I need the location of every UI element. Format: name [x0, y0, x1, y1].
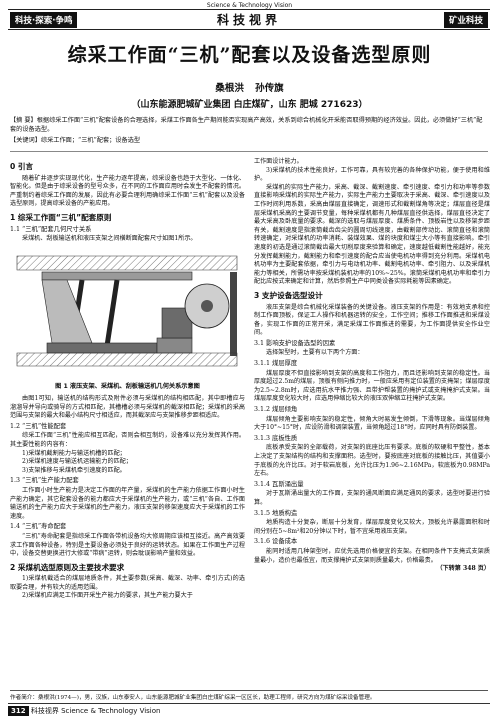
journal-header-band: 科技·探索·争鸣 科技视界 矿业科技	[8, 9, 490, 30]
section-heading: 1 综采工作面“三机”配套原则	[10, 212, 112, 222]
paragraph: 2)采煤机应满足工作面开采生产能力的要求，其生产能力要大于	[22, 592, 193, 600]
paragraph: 煤层厚度不但直接影响到支架的高度和工作阻力，而且还影响到支架的稳定性。当厚度超过…	[254, 369, 490, 403]
left-column-lower: 由图1可知，输送机的结构形式及附件必须与采煤机的结构相匹配，其中即槽应与溜溜导并…	[10, 395, 245, 601]
paragraph: 地质构造十分复杂，断层十分发育，煤层厚度变化又较大，顶板允许暴露面积和时间分别在…	[254, 519, 490, 535]
keywords: 【关键词】综采工作面；“三机”配套；设备选型	[10, 137, 141, 144]
conveyor	[156, 337, 193, 354]
subsection-heading: 3.1.1 煤层厚度	[254, 360, 298, 368]
subsection-heading: 1.3 “三机”生产能力配套	[10, 477, 79, 485]
support-leg	[104, 279, 120, 347]
paragraph: 工作面设计能力。	[254, 158, 303, 165]
page-footer: 312 科技视界 Science & Technology Vision	[8, 703, 490, 716]
paragraph: 工作面小时生产能力是决定工作面的年产量，采煤机的生产能力依据工作面小时生产能力确…	[10, 486, 245, 520]
paragraph: 3)采煤机的技术性能良好，工作可靠，具有较完善的各种保护功能，便于使用和维护。	[254, 166, 490, 183]
subsection-heading: 3.1 影响支护设备选型的因素	[254, 339, 336, 347]
right-column: 工作面设计能力。 3)采煤机的技术性能良好，工作可靠，具有较完善的各种保护功能，…	[254, 158, 490, 574]
subsection-heading: 3.1.3 底板性质	[254, 434, 298, 442]
journal-title: 科技视界	[216, 13, 281, 27]
subsection-heading: 3.1.5 地质构造	[254, 509, 298, 517]
paragraph: 选择架型时，主要有以下两个方面：	[266, 349, 364, 357]
paragraph: 底板承受支架的全部载荷，对支架的底座比压有要求。底板的软硬和平整性，基本上决定了…	[254, 444, 490, 478]
paragraph: 随着矿井逐步实现现代化，生产能力逐年提高，综采设备也趋于大型化、一体化、智能化。…	[10, 174, 245, 208]
article-affiliation: （山东能源肥城矿业集团 白庄煤矿，山东 肥城 271623）	[131, 100, 368, 110]
subsection-heading: 1.2 “三机”性能配套	[10, 422, 67, 430]
page-number: 312	[8, 706, 29, 716]
paragraph: 1)采煤机截适合的煤层地质条件，其主要参数(采高、截深、功率、牵引方式)的选取要…	[10, 575, 245, 591]
paragraph: 由图1可知，输送机的结构形式及附件必须与采煤机的结构相匹配，其中即槽应与溜溜导并…	[10, 395, 245, 420]
figure-diagram	[12, 248, 242, 375]
floor	[16, 352, 238, 367]
section-tag-left: 科技·探索·争鸣	[10, 12, 78, 28]
list-item: 3)支架推移与采煤机牵引速度的匹配。	[22, 466, 126, 474]
section-heading: 3 支护设备选型设计	[254, 290, 323, 300]
journal-top-line: Science & Technology Vision	[206, 2, 293, 9]
section-heading: 2 采煤机选型原则及主要技术要求	[10, 562, 125, 572]
section-heading: 0 引言	[10, 162, 34, 171]
footer-journal-title: 科技视界 Science & Technology Vision	[30, 707, 161, 715]
paragraph: 液压支架是综合机械化采煤装备的关键设备。液压支架的作用是：有效地支承和控制工作面…	[254, 303, 490, 337]
paragraph: 对于瓦斯涌出量大的工作面，支架的通风断面应满足通风的要求，选型时要进行验算。	[254, 490, 490, 506]
shearer-drum-hub	[201, 300, 213, 312]
roof-strata	[16, 255, 238, 271]
paragraph: 能同时适用几种架型时，应优先选用价格便宜的支架。在相同条件下支掩式支架质量最小，…	[254, 547, 490, 564]
paragraph: 采煤机的实际生产能力，采高、截深、截割速度、牵引速度、牵引力和功率等参数直接影响…	[254, 183, 490, 286]
paragraph: “三机”寿命配套是指综采工作面各带机设备均大修周期应该相互接近。高产高效要求工作…	[10, 532, 245, 558]
continued-note: （下转第 348 页）	[436, 565, 490, 573]
subsection-heading: 1.1 “三机”配套几何尺寸关系	[10, 225, 92, 233]
paragraph: 综采工作面“三机”性能应相互匹配，否则会相互制约，设备难以充分发挥其作用。其主要…	[10, 432, 245, 448]
paragraph: 煤层倾角主要影响支架的稳定性，倾角大时易发生倾倒，下滑等现象。当煤层倾角大于10…	[254, 415, 490, 432]
article-authors: 桑根洪 孙传旗	[215, 83, 284, 94]
left-column-upper: 0 引言 随着矿井逐步实现现代化，生产能力逐年提高，综采设备也趋于大型化、一体化…	[10, 158, 245, 244]
list-item: 1)采煤机截割能力与输送机槽的匹配；	[22, 449, 126, 457]
abstract: 【摘 要】根据综采工作面“三机”配套设备的合理选择，采煤工作面各生产期间能否实现…	[10, 117, 483, 133]
author-footnote: 作者简介：桑根洪(1974—)，男，汉族，山东泰安人，山东能源肥城矿业集团白庄煤…	[10, 690, 488, 701]
subsection-heading: 3.1.4 瓦斯涌出量	[254, 480, 304, 488]
subsection-heading: 3.1.2 煤层倾角	[254, 406, 298, 414]
subsection-heading: 1.4 “三机”寿命配套	[10, 523, 67, 531]
figure-1	[12, 248, 242, 375]
paragraph: 采煤机、刮板输送机和液压支架之间横断面配套尺寸如图1所示。	[22, 235, 197, 243]
article-title: 综采工作面“三机”配套以及设备选型原则	[67, 44, 432, 66]
divider	[10, 151, 488, 152]
figure-caption: 图 1 液压支架、采煤机、刮板输送机几何关系示意图	[55, 383, 200, 390]
coal-face	[230, 272, 237, 356]
list-item: 2)采煤机速度与输送机运输能力的匹配；	[22, 458, 132, 466]
subsection-heading: 3.1.6 设备成本	[254, 538, 298, 546]
support-base	[46, 342, 158, 354]
support-canopy	[41, 271, 193, 281]
section-tag-right: 矿业科技	[443, 12, 488, 28]
